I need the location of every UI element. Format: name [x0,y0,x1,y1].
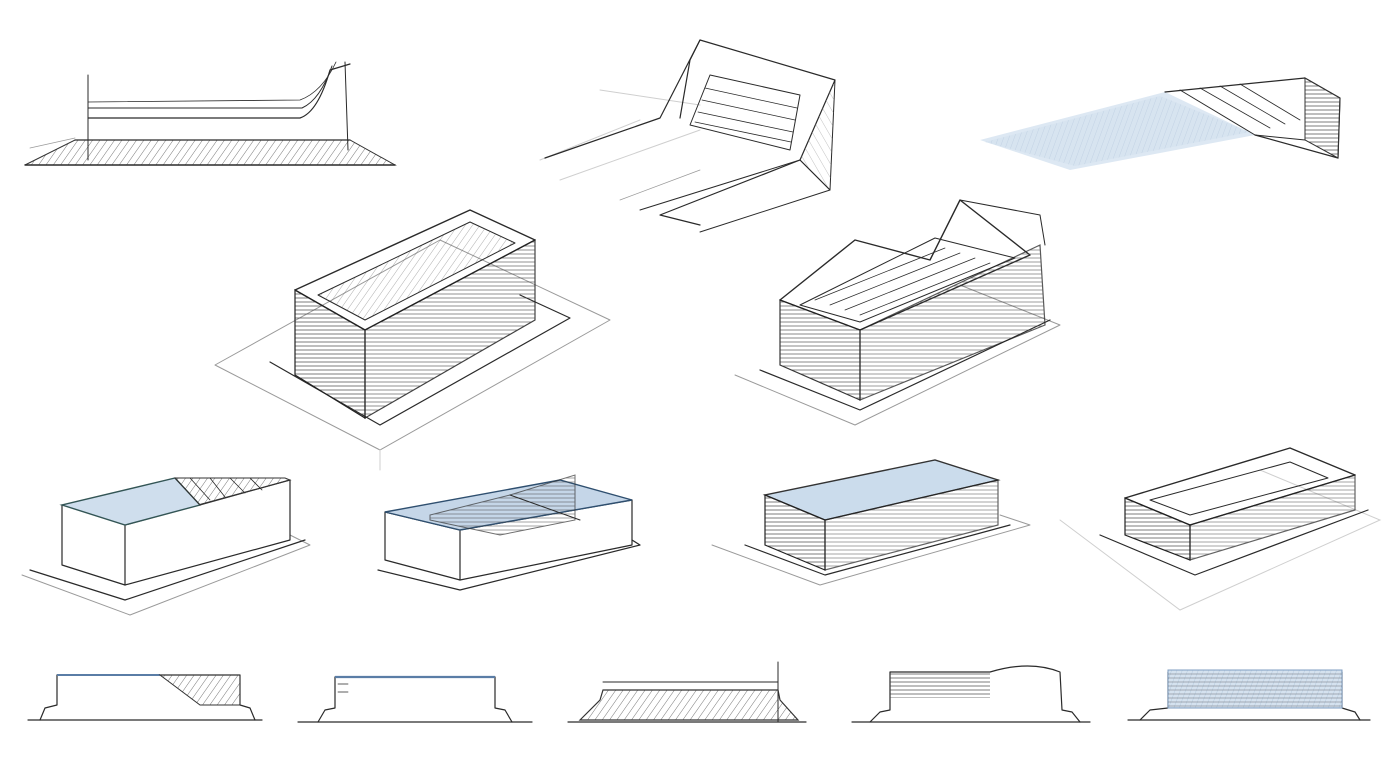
sketch-layered-box [214,209,611,471]
sketch-lounger-profile [24,61,397,166]
sketch-blue-slab [980,77,1341,170]
sketch-elevation-5 [1127,669,1371,721]
sketch-lounger-perspective [539,39,836,233]
sketch-elevation-1 [27,674,263,721]
sketch-box-blue-inset [377,474,641,591]
sketch-elevation-2 [297,675,533,723]
sketch-elevation-4 [851,665,1091,723]
sketch-box-blue-rounded [711,459,1031,586]
sketch-lounger-box [734,199,1061,426]
sketch-box-open-frame [1059,447,1382,611]
sketch-box-blue-stepped [21,477,311,616]
sketch-elevation-3 [567,661,807,723]
